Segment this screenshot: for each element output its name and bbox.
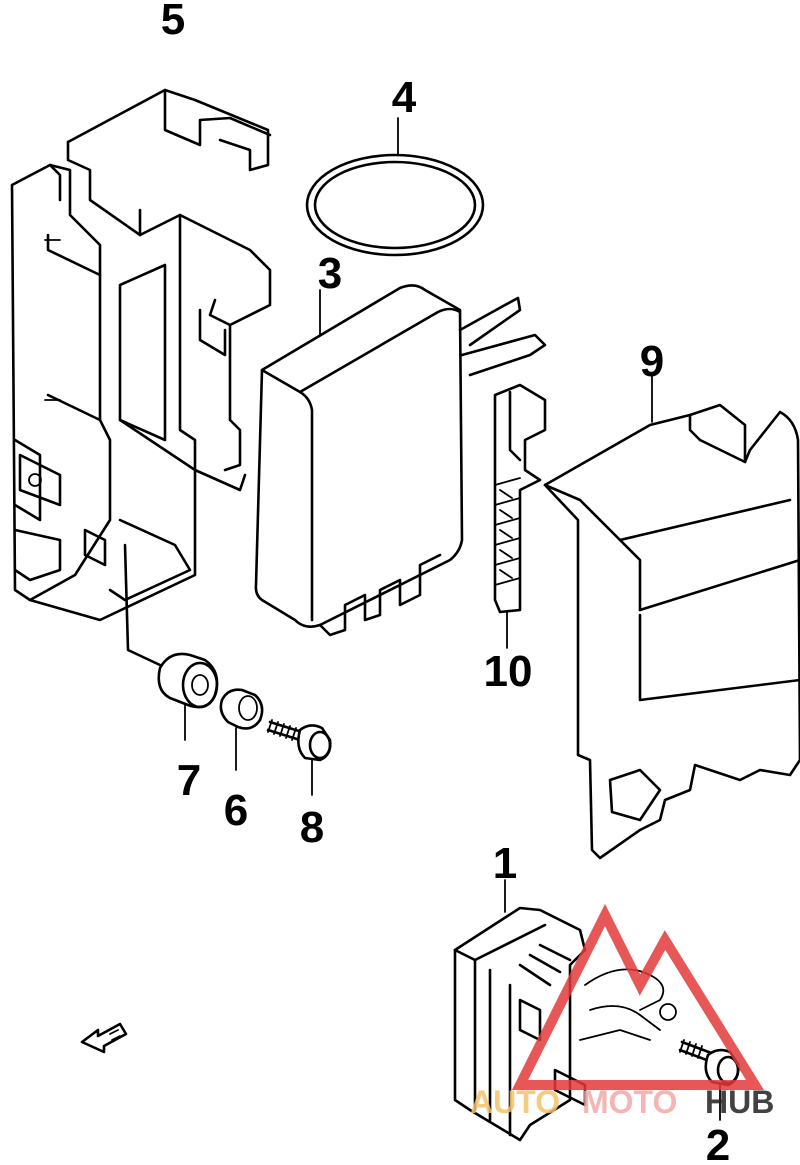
watermark-text-auto: AUTO [470, 1084, 560, 1120]
watermark: AUTO MOTO HUB [470, 903, 774, 1120]
callout-3: 3 [318, 249, 342, 298]
callout-8: 8 [300, 803, 324, 852]
part-1-wiring [579, 968, 677, 1041]
part-6-collar [219, 688, 264, 771]
part-3-control-unit [254, 284, 547, 637]
watermark-text-moto: MOTO [582, 1084, 677, 1120]
callout-4: 4 [392, 73, 417, 122]
part-9-cover [543, 374, 800, 860]
part-10-clamp [493, 383, 547, 649]
part-8-bolt [266, 719, 332, 796]
front-direction-arrow-icon [80, 1022, 128, 1054]
part-7-grommet [157, 652, 219, 741]
callout-1: 1 [493, 839, 517, 888]
callout-6: 6 [224, 786, 248, 835]
watermark-text-hub: HUB [705, 1084, 774, 1120]
part-5-bracket [10, 88, 272, 667]
callout-9: 9 [640, 337, 664, 386]
callout-10: 10 [484, 647, 533, 696]
callout-2: 2 [706, 1121, 730, 1165]
callout-5: 5 [161, 0, 185, 44]
callout-7: 7 [177, 756, 201, 805]
part-4-ring [305, 117, 485, 257]
